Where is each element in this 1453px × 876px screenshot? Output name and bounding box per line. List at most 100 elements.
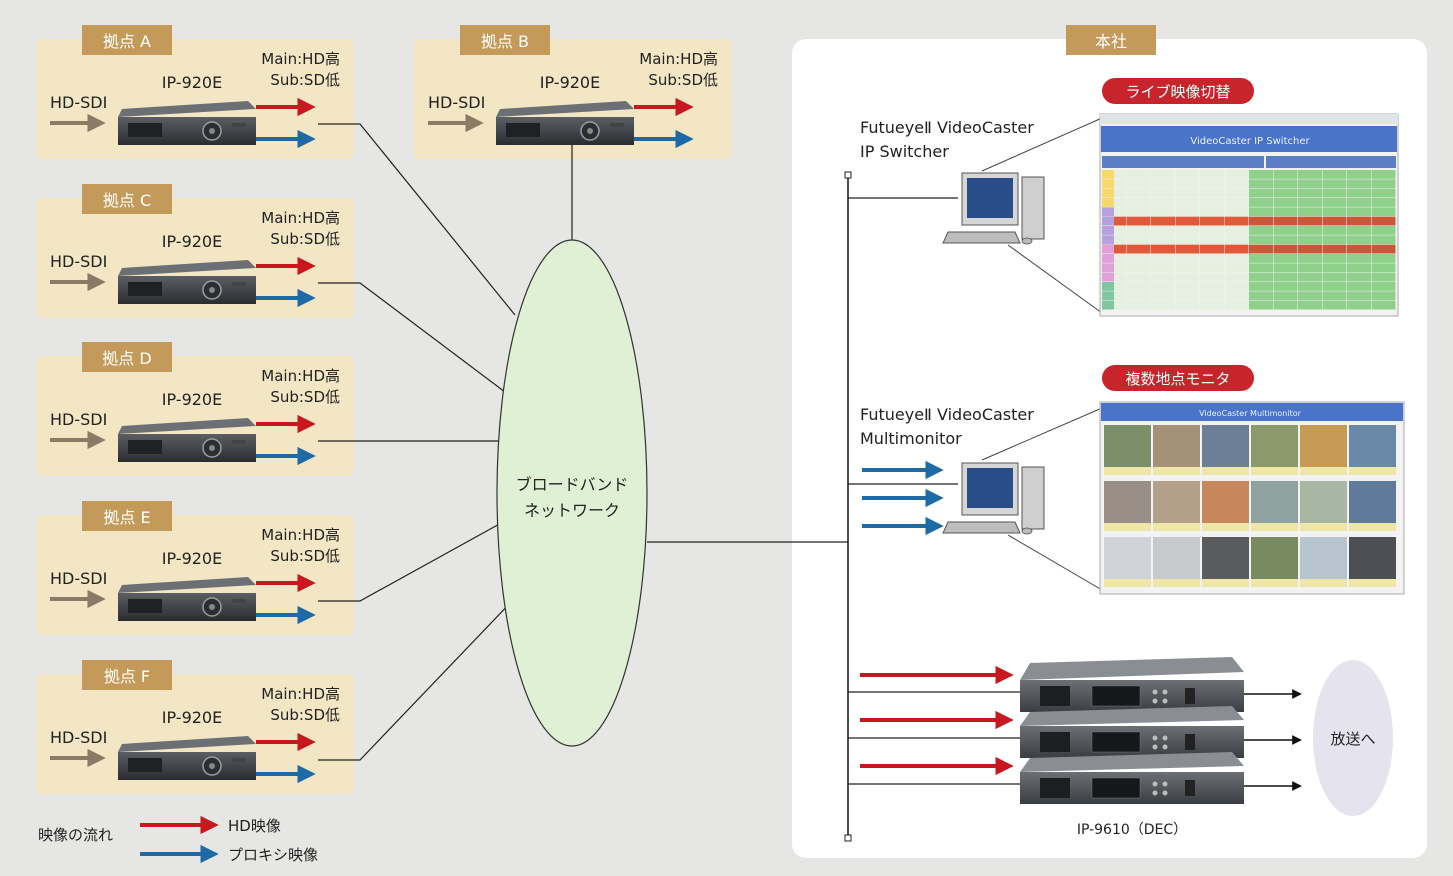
- switcher-cell: [1322, 207, 1347, 217]
- switcher-cell: [1322, 300, 1347, 310]
- switcher-cell: [1322, 272, 1347, 282]
- switcher-cell: [1298, 226, 1322, 235]
- switcher-cell: [1273, 198, 1298, 207]
- multimonitor-window-title: VideoCaster Multimonitor: [1199, 409, 1302, 418]
- switcher-cell: [1273, 235, 1298, 245]
- hq-tab: [1066, 25, 1156, 55]
- switcher-cell: [1200, 282, 1224, 291]
- switcher-cell: [1322, 235, 1347, 245]
- hq-bus-bottom-cap: [844, 834, 852, 842]
- switcher-group-marker: [1102, 263, 1114, 273]
- switcher-cell: [1249, 263, 1273, 273]
- switcher-window-title: VideoCaster IP Switcher: [1190, 136, 1310, 147]
- switcher-cell: [1322, 291, 1347, 301]
- switcher-cell: [1347, 272, 1371, 282]
- switcher-cell: [1224, 170, 1249, 179]
- switcher-cell: [1322, 282, 1347, 291]
- network-label-line2: ネットワーク: [524, 501, 620, 520]
- monitor-thumbnail: [1349, 481, 1396, 523]
- site-input-label: HD-SDI: [50, 93, 107, 112]
- decoder-label: IP-9610（DEC）: [1077, 822, 1187, 838]
- switcher-cell: [1224, 291, 1249, 301]
- monitor-thumbnail-caption: [1104, 579, 1151, 587]
- switcher-cell: [1151, 198, 1175, 207]
- switcher-cell: [1126, 207, 1151, 217]
- site-label: 拠点 C: [103, 191, 151, 210]
- switcher-cell: [1273, 244, 1298, 254]
- switcher-cell: [1151, 216, 1175, 226]
- switcher-cell: [1224, 198, 1249, 207]
- switcher-cell: [1298, 291, 1322, 301]
- monitor-thumbnail: [1300, 481, 1347, 523]
- decoder-unit-3: [1020, 752, 1244, 804]
- switcher-cell: [1224, 254, 1249, 263]
- switcher-cell: [1249, 198, 1273, 207]
- monitor-thumbnail-caption: [1300, 579, 1347, 587]
- switcher-cell: [1347, 244, 1371, 254]
- switcher-group-marker: [1102, 207, 1114, 217]
- site-label: 拠点 D: [102, 349, 151, 368]
- site-main-stream: Main:HD高: [261, 526, 340, 544]
- switcher-group-marker: [1102, 254, 1114, 263]
- network-label-line1: ブロードバンド: [516, 475, 629, 494]
- switcher-cell: [1175, 179, 1200, 189]
- legend-hd-label: HD映像: [228, 817, 281, 835]
- switcher-cell: [1200, 170, 1224, 179]
- site-box: [36, 39, 354, 159]
- site-network-links: [318, 123, 573, 761]
- switcher-cell: [1322, 244, 1347, 254]
- switcher-cell: [1151, 244, 1175, 254]
- switcher-cell: [1175, 216, 1200, 226]
- switcher-cell: [1224, 207, 1249, 217]
- switcher-cell: [1371, 179, 1396, 189]
- switcher-group-marker: [1102, 170, 1114, 179]
- multimonitor-pc-icon: [942, 462, 1045, 535]
- switcher-cell: [1200, 207, 1224, 217]
- site-input-label: HD-SDI: [50, 569, 107, 588]
- switcher-cell: [1224, 179, 1249, 189]
- switcher-cell: [1249, 216, 1273, 226]
- switcher-cell: [1200, 272, 1224, 282]
- monitor-thumbnail: [1300, 537, 1347, 579]
- monitor-thumbnail: [1104, 537, 1151, 579]
- switcher-cell: [1371, 282, 1396, 291]
- ip-920e-encoder: [118, 736, 256, 780]
- switcher-group-marker: [1102, 282, 1114, 291]
- switcher-cell: [1347, 263, 1371, 273]
- site-label: 拠点 F: [104, 667, 150, 686]
- monitor-thumbnail: [1202, 537, 1249, 579]
- switcher-cell: [1249, 179, 1273, 189]
- multimonitor-name-line1: FutueyeⅡ VideoCaster: [860, 405, 1034, 424]
- switcher-cell: [1224, 244, 1249, 254]
- site-input-label: HD-SDI: [50, 410, 107, 429]
- switcher-cell: [1249, 207, 1273, 217]
- switcher-cell: [1151, 188, 1175, 198]
- switcher-cell: [1347, 254, 1371, 263]
- switcher-cell: [1151, 300, 1175, 310]
- switcher-cell: [1347, 198, 1371, 207]
- monitor-thumbnail-caption: [1349, 579, 1396, 587]
- switcher-cell: [1224, 216, 1249, 226]
- switcher-cell: [1322, 216, 1347, 226]
- site-tab: [82, 342, 172, 372]
- multimonitor-zoom-line-bottom: [1007, 534, 1103, 591]
- switcher-cell: [1347, 291, 1371, 301]
- site-tab: [82, 501, 172, 531]
- site-box: [36, 515, 354, 635]
- broadband-network: [496, 239, 648, 747]
- switcher-cell: [1151, 207, 1175, 217]
- site-main-stream: Main:HD高: [261, 209, 340, 227]
- switcher-cell: [1200, 244, 1224, 254]
- site-sub-stream: Sub:SD低: [270, 71, 340, 89]
- site-input-label: HD-SDI: [428, 93, 485, 112]
- switcher-cell: [1126, 254, 1151, 263]
- switcher-cell: [1249, 272, 1273, 282]
- switcher-badge-text: ライブ映像切替: [1125, 83, 1230, 101]
- switcher-cell: [1273, 254, 1298, 263]
- site-tab: [460, 25, 550, 55]
- switcher-cell: [1175, 198, 1200, 207]
